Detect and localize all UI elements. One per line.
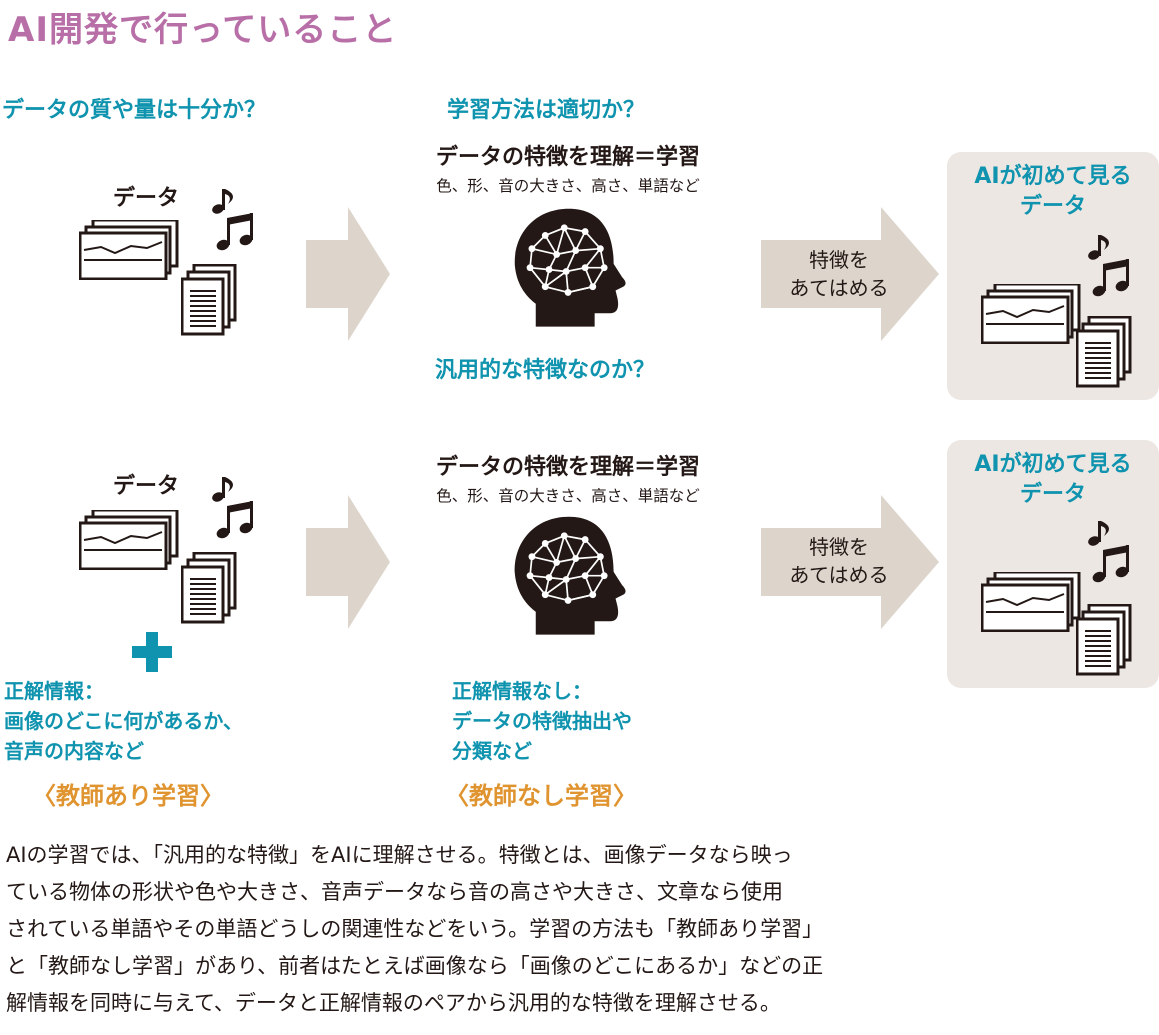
unsupervised-info: 正解情報なし： データの特徴抽出や 分類など bbox=[452, 679, 632, 763]
data-label: データ bbox=[113, 474, 180, 499]
chart-document-icon bbox=[981, 572, 1081, 632]
music-note-icon bbox=[1088, 234, 1132, 298]
music-note-icon bbox=[1088, 520, 1132, 584]
arrow-icon bbox=[306, 207, 390, 341]
text-document-icon bbox=[1076, 604, 1132, 676]
feature-sub: 色、形、音の大きさ、高さ、単語など bbox=[436, 487, 700, 505]
body-line: ている物体の形状や色や大きさ、音声データなら音の高さや大きさ、文章なら使用 bbox=[6, 880, 783, 904]
body-paragraph: AIの学習では、「汎用的な特徴」をAIに理解させる。特徴とは、画像データなら映っ… bbox=[6, 837, 1156, 1022]
feature-title: データの特徴を理解＝学習 bbox=[435, 455, 700, 480]
brain-network-head-icon bbox=[504, 205, 634, 338]
brain-network-head-icon bbox=[504, 513, 634, 646]
body-line: と「教師なし学習」があり、前者はたとえば画像なら「画像のどこにあるか」などの正 bbox=[6, 954, 824, 978]
new-data-label: AIが初めて見る データ bbox=[974, 164, 1132, 219]
text-document-icon bbox=[181, 264, 237, 336]
unsupervised-learning-label: 〈教師なし学習〉 bbox=[445, 782, 637, 810]
supervised-learning-label: 〈教師あり学習〉 bbox=[32, 782, 224, 810]
data-label: データ bbox=[113, 186, 180, 211]
body-line: されている単語やその単語どうしの関連性などをいう。学習の方法も「教師あり学習」 bbox=[6, 917, 824, 941]
chart-document-icon bbox=[981, 284, 1081, 344]
data-question: データの質や量は十分か？ bbox=[2, 98, 267, 123]
chart-document-icon bbox=[79, 510, 179, 570]
apply-arrow bbox=[761, 207, 939, 341]
feature-title: データの特徴を理解＝学習 bbox=[435, 145, 700, 170]
music-note-icon bbox=[212, 188, 256, 252]
apply-arrow bbox=[761, 495, 939, 629]
arrow-icon bbox=[306, 495, 390, 629]
page-title: AI開発で行っていること bbox=[8, 10, 398, 50]
body-line: AIの学習では、「汎用的な特徴」をAIに理解させる。特徴とは、画像データなら映っ bbox=[6, 843, 793, 867]
method-question: 学習方法は適切か？ bbox=[447, 98, 646, 123]
apply-label: 特徴を あてはめる bbox=[789, 248, 889, 300]
text-document-icon bbox=[1076, 316, 1132, 388]
new-data-label: AIが初めて見る データ bbox=[974, 452, 1132, 507]
feature-sub: 色、形、音の大きさ、高さ、単語など bbox=[436, 177, 700, 195]
apply-label: 特徴を あてはめる bbox=[789, 535, 889, 587]
plus-icon bbox=[132, 632, 172, 672]
text-document-icon bbox=[181, 552, 237, 624]
supervised-info: 正解情報： 画像のどこに何があるか、 音声の内容など bbox=[4, 679, 243, 763]
body-line: 解情報を同時に与えて、データと正解情報のペアから汎用的な特徴を理解させる。 bbox=[6, 991, 781, 1015]
music-note-icon bbox=[212, 476, 256, 540]
feature-question: 汎用的な特徴なのか？ bbox=[435, 358, 656, 383]
chart-document-icon bbox=[79, 220, 179, 280]
